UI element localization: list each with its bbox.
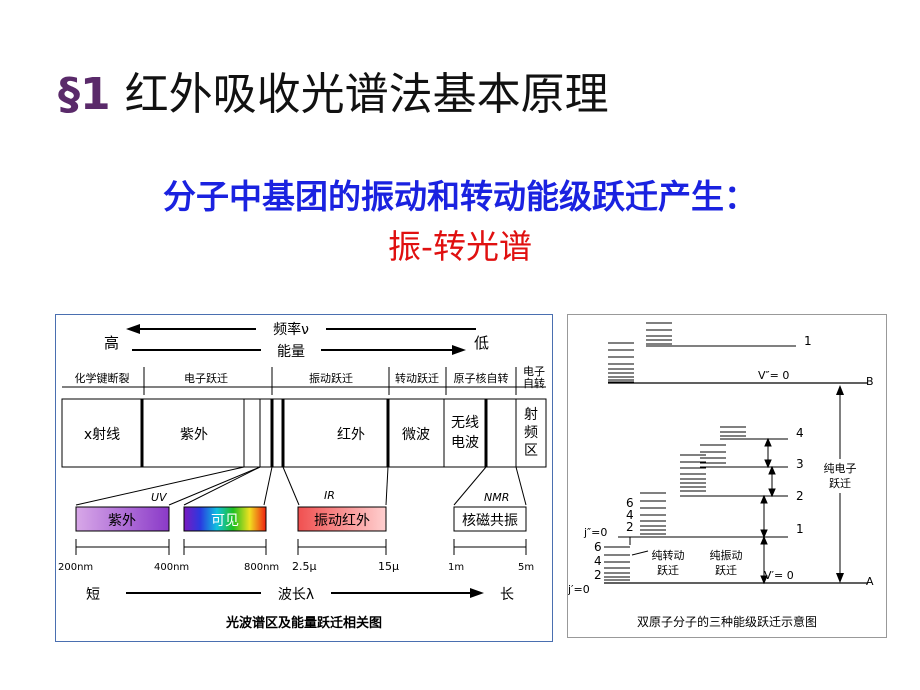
energy-level-diagram: 1 V″= 0 B 纯电子 跃迁 4 3 2 1 6 4 2 j″=0 [567, 322, 874, 629]
zoom-lines [75, 466, 527, 506]
vib-stack-2 [680, 454, 788, 497]
region-uv: 紫外 [180, 427, 208, 443]
vib-level-1: 1 [796, 522, 804, 536]
pure-vib-1: 纯振动 [710, 548, 743, 562]
title-text: 红外吸收光谱法基本原理 [124, 69, 609, 120]
nmr-tag: NMR [484, 491, 509, 504]
v1-label: V′= 0 [764, 569, 794, 582]
region-xray: x射线 [84, 427, 120, 443]
region-radio-1: 无线 [451, 415, 479, 431]
subtitle-line2: 振-转光谱 [388, 227, 532, 266]
lower-rot-stack [604, 546, 630, 581]
rot-level-6: 6 [626, 496, 634, 510]
region-radio-2: 电波 [451, 435, 479, 451]
vib-stack-3 [700, 444, 788, 468]
spectrum-diagram: 频率ν 能量 高 低 化学键断裂 电子跃迁 振动跃迁 转动跃迁 原子核自转 电子… [58, 320, 547, 631]
rot-level-4: 4 [626, 508, 634, 522]
level-B: B [866, 375, 874, 388]
right-caption: 双原子分子的三种能级跃迁示意图 [637, 614, 817, 629]
transition-vibration: 振动跃迁 [309, 371, 353, 385]
ir-band [297, 506, 387, 532]
scale-400nm: 400nm [154, 562, 189, 573]
frequency-label: 频率ν [273, 321, 309, 338]
low-rot-4: 4 [594, 554, 602, 568]
ir-band-label: 振动红外 [314, 513, 370, 529]
scale-2.5u: 2.5μ [292, 560, 317, 573]
visible-band [183, 506, 267, 532]
nmr-band-label: 核磁共振 [462, 513, 518, 529]
v2-label: V″= 0 [758, 369, 789, 382]
energy-label: 能量 [277, 344, 305, 360]
vib-level-2: 2 [796, 489, 804, 503]
upper-rot-stack [608, 342, 634, 383]
pure-rot-1: 纯转动 [652, 548, 685, 562]
region-rf-3: 区 [524, 443, 538, 459]
transition-electron-spin-2: 自转 [523, 376, 545, 390]
spectrum-diagram-panel: 频率ν 能量 高 低 化学键断裂 电子跃迁 振动跃迁 转动跃迁 原子核自转 电子… [55, 314, 553, 642]
vib-level-3: 3 [796, 457, 804, 471]
low-rot-2: 2 [594, 568, 602, 582]
region-microwave: 微波 [402, 427, 430, 443]
visible-band-label: 可见 [211, 513, 239, 529]
vib-level-4: 4 [796, 426, 804, 440]
j2-label: j″=0 [583, 526, 607, 539]
pure-electronic-2: 跃迁 [829, 476, 851, 490]
short-label: 短 [86, 587, 100, 603]
pure-rot-2: 跃迁 [657, 563, 679, 577]
region-rf-2: 频 [524, 425, 538, 441]
upper-level-1: 1 [804, 334, 812, 348]
scale-200nm: 200nm [58, 562, 93, 573]
vib-arrows [629, 437, 776, 585]
subtitle-line1: 分子中基团的振动和转动能级跃迁产生： [163, 177, 757, 216]
transition-electronic: 电子跃迁 [184, 371, 228, 385]
uv-tag: UV [151, 491, 168, 504]
energy-level-panel: 1 V″= 0 B 纯电子 跃迁 4 3 2 1 6 4 2 j″=0 [567, 314, 887, 638]
frequency-arrow: 频率ν [126, 320, 476, 338]
scale-15u: 15μ [378, 560, 399, 573]
transition-row: 化学键断裂 电子跃迁 振动跃迁 转动跃迁 原子核自转 电子 自转 [62, 365, 546, 395]
transition-rotation: 转动跃迁 [395, 371, 439, 385]
section-number: §1 [58, 69, 111, 120]
scale-1m: 1m [448, 562, 464, 573]
region-ir: 红外 [337, 427, 365, 443]
nmr-band [453, 506, 527, 532]
scale-5m: 5m [518, 562, 534, 573]
wavelength-arrow: 波长λ [126, 584, 484, 603]
j1-label: j′=0 [568, 583, 590, 596]
page-title: §1 红外吸收光谱法基本原理 [58, 58, 609, 122]
wavelength-label: 波长λ [278, 587, 314, 603]
pure-vib-2: 跃迁 [715, 563, 737, 577]
region-band: x射线 紫外 红外 微波 无线 电波 射 频 区 [61, 398, 547, 468]
vib-stack-1 [618, 492, 788, 538]
level-A: A [866, 575, 874, 588]
transition-electron-spin-1: 电子 [523, 365, 545, 378]
scale-lines [75, 539, 527, 555]
low-label: 低 [474, 334, 489, 352]
uv-band-label: 紫外 [108, 513, 136, 529]
vib-stack-4 [720, 426, 788, 440]
low-rot-6: 6 [594, 540, 602, 554]
rot-level-2: 2 [626, 520, 634, 534]
energy-arrow: 能量 [132, 341, 466, 360]
transition-bond-break: 化学键断裂 [75, 371, 130, 385]
uv-band [75, 506, 170, 532]
pure-electronic-1: 纯电子 [824, 462, 857, 475]
region-rf-1: 射 [524, 407, 538, 423]
transition-nuclear-spin: 原子核自转 [454, 371, 509, 385]
scale-800nm: 800nm [244, 562, 279, 573]
high-label: 高 [104, 334, 119, 352]
upper-vib1-stack [646, 322, 796, 347]
long-label: 长 [500, 587, 514, 603]
left-caption: 光波谱区及能量跃迁相关图 [225, 615, 382, 631]
ir-tag: IR [324, 489, 335, 502]
